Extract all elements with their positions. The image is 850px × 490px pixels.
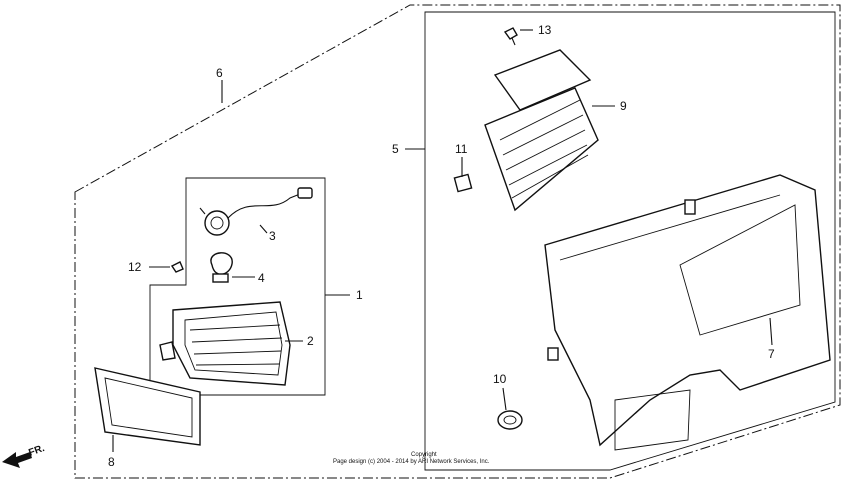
callout-12: 12 (128, 260, 142, 274)
callout-2: 2 (307, 334, 314, 348)
copyright-line-1: Copyright (411, 452, 437, 458)
callout-1: 1 (356, 288, 363, 302)
grommet-part-10 (497, 410, 523, 430)
bezel-part-7 (544, 174, 831, 451)
callout-6: 6 (216, 66, 223, 80)
copyright-line-2: Page design (c) 2004 - 2014 by ARI Netwo… (333, 459, 490, 465)
assembly-6-boundary (74, 4, 841, 479)
grille-part-9 (484, 49, 599, 212)
callout-8: 8 (108, 455, 115, 469)
gasket-part-8 (94, 367, 201, 446)
turn-signal-housing-part-2 (159, 301, 291, 386)
clip-part-11 (453, 173, 473, 193)
callout-5: 5 (392, 142, 399, 156)
callout-13: 13 (538, 23, 552, 37)
socket-wire-part-3 (199, 187, 313, 236)
screw-part-12 (170, 261, 184, 273)
callout-9: 9 (620, 99, 627, 113)
callout-10: 10 (493, 372, 507, 386)
screw-part-13 (503, 27, 518, 46)
direction-label: FR. (27, 443, 46, 459)
leader-lines (112, 29, 773, 452)
callout-3: 3 (269, 229, 276, 243)
callout-11: 11 (455, 142, 468, 156)
front-direction-arrow: FR. (2, 443, 46, 468)
callout-7: 7 (768, 347, 775, 361)
bulb-part-4 (210, 252, 233, 283)
callout-4: 4 (258, 271, 265, 285)
assembly-5-boundary (424, 11, 836, 471)
